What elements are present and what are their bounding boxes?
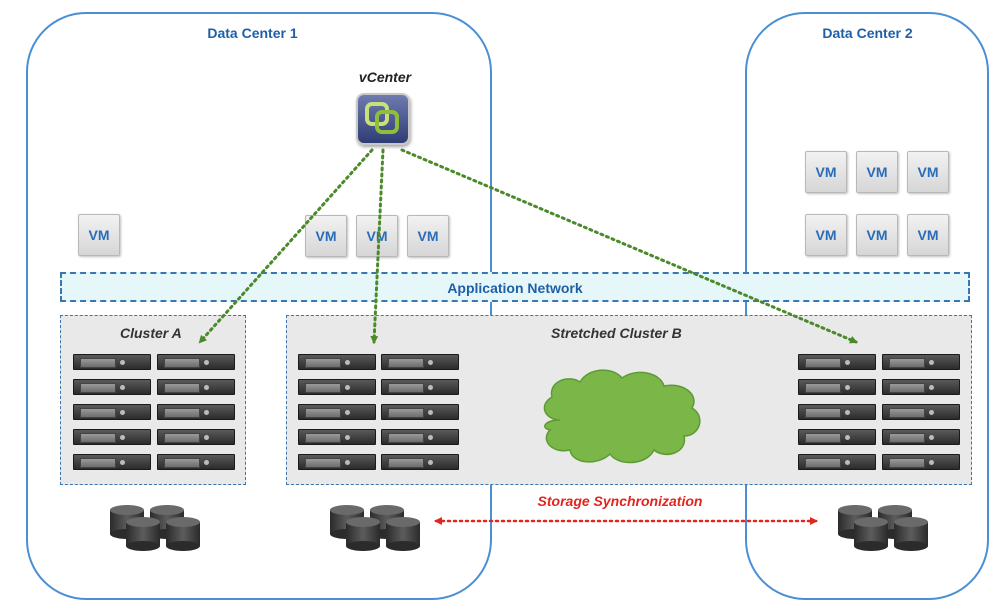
server-icon <box>381 354 459 370</box>
server-icon <box>73 454 151 470</box>
server-icon <box>882 454 960 470</box>
server-icon <box>298 429 376 445</box>
vm-icon[interactable]: VM <box>78 214 120 256</box>
data-center-2-boundary <box>745 12 989 600</box>
vm-icon[interactable]: VM <box>805 214 847 256</box>
vcenter-link-cluster-b-dc2 <box>400 148 858 344</box>
server-icon <box>381 429 459 445</box>
server-icon <box>73 379 151 395</box>
vm-icon[interactable]: VM <box>907 214 949 256</box>
vm-icon[interactable]: VM <box>805 151 847 193</box>
server-icon <box>798 404 876 420</box>
server-icon <box>298 454 376 470</box>
vcenter-link-cluster-b-dc1 <box>370 148 385 344</box>
server-icon <box>882 429 960 445</box>
application-network-label: Application Network <box>447 280 583 296</box>
server-icon <box>798 354 876 370</box>
vm-icon[interactable]: VM <box>856 214 898 256</box>
data-center-1-title: Data Center 1 <box>207 25 298 41</box>
network-cloud-icon <box>543 369 701 464</box>
server-icon <box>157 354 235 370</box>
server-icon <box>882 354 960 370</box>
vcenter-icon[interactable] <box>356 93 410 145</box>
server-icon <box>73 354 151 370</box>
server-icon <box>381 454 459 470</box>
server-icon <box>73 429 151 445</box>
data-center-2-title: Data Center 2 <box>822 25 913 41</box>
cluster-a-title: Cluster A <box>120 325 182 341</box>
server-icon <box>798 429 876 445</box>
storage-disk-icon <box>110 505 200 551</box>
storage-disk-icon <box>838 505 928 551</box>
storage-synchronization-label: Storage Synchronization <box>537 493 703 509</box>
storage-disk-icon <box>330 505 420 551</box>
server-icon <box>157 404 235 420</box>
server-icon <box>381 379 459 395</box>
server-icon <box>298 354 376 370</box>
server-icon <box>73 404 151 420</box>
vm-icon[interactable]: VM <box>407 215 449 257</box>
application-network-band: Application Network <box>60 272 970 302</box>
server-icon <box>381 404 459 420</box>
data-center-1-boundary <box>26 12 492 600</box>
vcenter-label: vCenter <box>358 69 412 85</box>
server-icon <box>798 454 876 470</box>
server-icon <box>298 404 376 420</box>
server-icon <box>798 379 876 395</box>
server-icon <box>157 454 235 470</box>
server-icon <box>882 404 960 420</box>
vm-icon[interactable]: VM <box>305 215 347 257</box>
server-icon <box>157 429 235 445</box>
server-icon <box>882 379 960 395</box>
vm-icon[interactable]: VM <box>356 215 398 257</box>
vm-icon[interactable]: VM <box>907 151 949 193</box>
server-icon <box>298 379 376 395</box>
vm-icon[interactable]: VM <box>856 151 898 193</box>
vcenter-link-cluster-a <box>198 148 374 344</box>
server-icon <box>157 379 235 395</box>
stretched-cluster-b-title: Stretched Cluster B <box>551 325 682 341</box>
